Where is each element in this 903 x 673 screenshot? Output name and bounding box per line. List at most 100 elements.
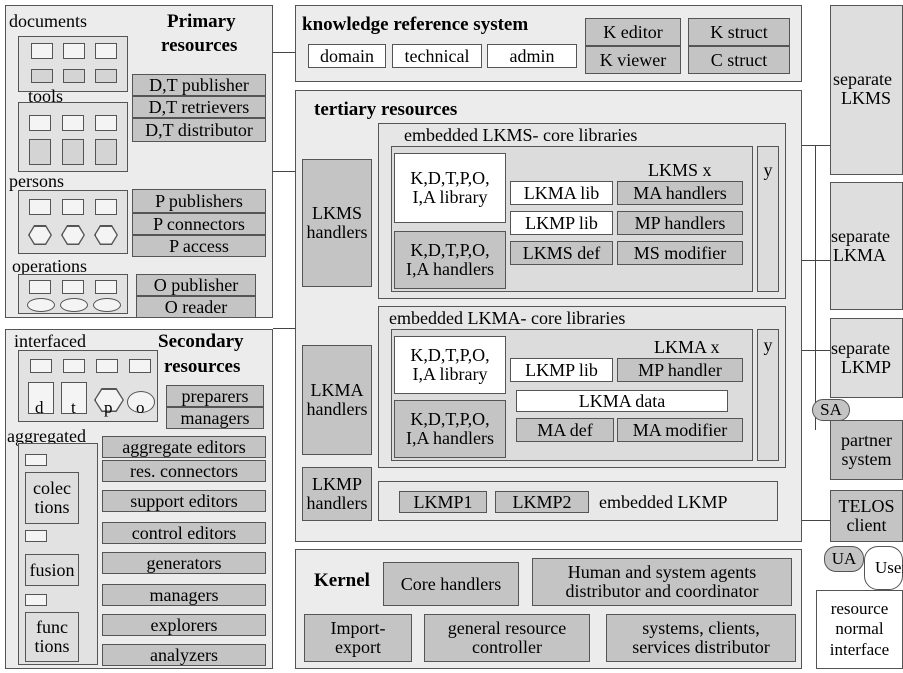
lkma-handlers-line1: LKMA: [310, 380, 364, 401]
operation-o-icon: [127, 391, 155, 413]
aggregated-icon: [25, 530, 47, 542]
lkmp-lib-lkms[interactable]: LKMP lib: [510, 211, 613, 235]
support-editors[interactable]: support editors: [102, 490, 266, 512]
control-editors[interactable]: control editors: [102, 522, 266, 544]
o-reader[interactable]: O reader: [136, 296, 256, 318]
ma-def[interactable]: MA def: [516, 418, 614, 442]
rni-line3: interface: [829, 639, 890, 659]
ma-handlers[interactable]: MA handlers: [617, 181, 743, 205]
o-publisher[interactable]: O publisher: [136, 274, 256, 296]
lkms-x-label: LKMS x: [648, 160, 712, 180]
interfaced-icon: [63, 359, 85, 373]
lkms-def[interactable]: LKMS def: [510, 241, 613, 265]
lkma-handlers[interactable]: LKMA handlers: [302, 345, 372, 455]
c-struct[interactable]: C struct: [688, 46, 790, 74]
preparers[interactable]: preparers: [166, 385, 264, 407]
analyzers[interactable]: analyzers: [102, 644, 266, 666]
knowledge-reference-system-panel: knowledge reference system domain techni…: [295, 5, 802, 82]
functions-box[interactable]: func tions: [25, 612, 79, 662]
general-resource-controller[interactable]: general resource controller: [424, 614, 590, 662]
persons-label: persons: [9, 171, 64, 191]
separate-lkms[interactable]: separate LKMS: [830, 5, 903, 175]
operation-icon: [29, 280, 51, 294]
tool-icon: [29, 139, 51, 165]
p-access[interactable]: P access: [132, 235, 266, 257]
person-icon: [95, 199, 117, 215]
core-handlers[interactable]: Core handlers: [383, 562, 519, 606]
lkmp2[interactable]: LKMP2: [495, 491, 589, 513]
lkma-handlers-line2: handlers: [306, 399, 368, 419]
lkmp-lib-lkma[interactable]: LKMP lib: [510, 358, 613, 382]
tertiary-title: tertiary resources: [314, 99, 458, 120]
lkms-handlers-box[interactable]: K,D,T,P,O, I,A handlers: [394, 231, 506, 289]
dt-retrievers[interactable]: D,T retrievers: [132, 96, 266, 118]
mp-handler[interactable]: MP handler: [617, 358, 743, 382]
letter-d: d: [35, 398, 44, 417]
managers-aggregated[interactable]: managers: [102, 584, 266, 606]
persons-group: [18, 190, 128, 254]
agents-distributor[interactable]: Human and system agents distributor and …: [532, 558, 792, 606]
functions-line2: tions: [34, 636, 70, 656]
lkms-y-box[interactable]: y: [757, 146, 779, 292]
sa-agent-hexagon[interactable]: SA: [812, 399, 850, 421]
k-viewer[interactable]: K viewer: [585, 46, 681, 74]
k-editor[interactable]: K editor: [585, 18, 681, 46]
sep-lkms-line2: LKMS: [841, 87, 892, 108]
admin-box[interactable]: admin: [487, 44, 577, 68]
lkmp1[interactable]: LKMP1: [399, 491, 487, 513]
telos-client[interactable]: TELOS client: [830, 490, 903, 542]
colections-box[interactable]: colec tions: [25, 472, 79, 524]
import-export[interactable]: Import- export: [304, 614, 412, 662]
lkms-handlers-box-line2: I,A handlers: [406, 259, 494, 279]
document-icon: [31, 69, 53, 83]
krs-title: knowledge reference system: [302, 14, 529, 35]
explorers[interactable]: explorers: [102, 614, 266, 636]
tools-label: tools: [28, 86, 64, 106]
technical-box[interactable]: technical: [392, 44, 482, 68]
p-connectors[interactable]: P connectors: [132, 213, 266, 235]
grc-line1: general resource: [447, 618, 567, 639]
aggregate-editors[interactable]: aggregate editors: [102, 436, 266, 458]
operation-icon: [62, 280, 84, 294]
document-icon: [95, 69, 117, 83]
ua-agent-hexagon[interactable]: UA: [824, 546, 864, 572]
lkms-handlers-box-line1: K,D,T,P,O,: [410, 240, 490, 261]
tool-icon: [95, 115, 117, 131]
dt-publisher[interactable]: D,T publisher: [132, 74, 266, 96]
k-struct[interactable]: K struct: [688, 18, 790, 46]
managers-interfaced[interactable]: managers: [166, 407, 264, 429]
lkma-data[interactable]: LKMA data: [516, 390, 728, 412]
lkma-lib[interactable]: LKMA lib: [510, 181, 613, 205]
dt-distributor[interactable]: D,T distributor: [132, 118, 266, 142]
generators[interactable]: generators: [102, 552, 266, 574]
mp-handlers[interactable]: MP handlers: [617, 211, 743, 235]
scs-line2: services distributor: [632, 637, 770, 657]
connector-sep-lkma: [802, 260, 830, 261]
letter-t: t: [71, 398, 76, 417]
res-connectors[interactable]: res. connectors: [102, 460, 266, 482]
fusion-box[interactable]: fusion: [25, 554, 79, 586]
ma-modifier[interactable]: MA modifier: [617, 418, 743, 442]
document-d-icon: [28, 382, 54, 414]
services-distributor[interactable]: systems, clients, services distributor: [606, 614, 796, 662]
domain-box[interactable]: domain: [308, 44, 386, 68]
p-publishers[interactable]: P publishers: [132, 189, 266, 213]
person-p-icon: [94, 388, 124, 412]
import-line2: export: [335, 637, 381, 657]
primary-title-line2: resources: [161, 35, 238, 56]
aggregated-label: aggregated: [7, 426, 86, 446]
tool-icon: [62, 139, 84, 165]
ms-modifier[interactable]: MS modifier: [617, 241, 743, 265]
lkms-core-libraries: embedded LKMS- core libraries K,D,T,P,O,…: [378, 123, 786, 299]
lkma-handlers-box[interactable]: K,D,T,P,O, I,A handlers: [394, 400, 506, 458]
resource-normal-interface[interactable]: resource normal interface: [816, 590, 903, 669]
separate-lkma[interactable]: separate LKMA: [830, 182, 903, 310]
lkma-y-box[interactable]: y: [757, 329, 779, 461]
lkms-handlers[interactable]: LKMS handlers: [302, 159, 372, 287]
lkma-library-box[interactable]: K,D,T,P,O, I,A library: [394, 336, 506, 394]
lkms-library-box[interactable]: K,D,T,P,O, I,A library: [394, 153, 506, 223]
separate-lkmp[interactable]: separate LKMP: [830, 318, 903, 398]
partner-system[interactable]: partner system: [830, 420, 903, 480]
lkmp-handlers[interactable]: LKMP handlers: [302, 467, 372, 521]
